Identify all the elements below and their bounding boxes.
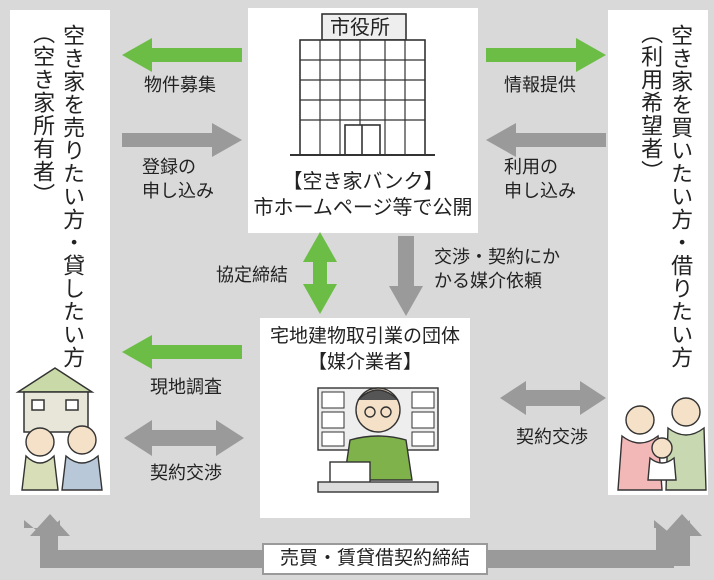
arrow-request xyxy=(389,236,423,316)
arrow-agreement xyxy=(303,232,337,314)
bank-desc: 市ホームページ等で公開 xyxy=(253,195,473,219)
arrow-use xyxy=(486,123,606,157)
seller-couple-icon xyxy=(21,425,103,491)
broker-title: 宅地建物取引業の団体 xyxy=(269,325,460,347)
label-request-2: かる媒介依頼 xyxy=(434,271,542,292)
contract-left-stem xyxy=(42,534,58,566)
contract-label-box xyxy=(262,543,488,575)
buyer-family-icon xyxy=(617,397,707,491)
label-register-1: 登録の xyxy=(142,157,196,178)
seller-house-icon xyxy=(15,367,95,433)
label-use-1: 利用の xyxy=(504,157,558,178)
seller-note: （空き家所有者） xyxy=(29,22,55,206)
label-use-2: 申し込み xyxy=(504,181,576,202)
broker-subtitle: 【媒介業者】 xyxy=(307,351,422,373)
label-agreement: 協定締結 xyxy=(216,265,288,286)
arrow-property-recruit xyxy=(122,38,242,72)
label-survey: 現地調査 xyxy=(150,377,222,398)
label-negotiate-right: 契約交渉 xyxy=(516,427,588,448)
arrow-negotiate-right xyxy=(500,381,606,415)
label-negotiate-left: 契約交渉 xyxy=(150,463,222,484)
label-contract: 売買・賃貸借契約締結 xyxy=(279,547,470,569)
arrow-info xyxy=(486,38,606,72)
label-info: 情報提供 xyxy=(504,75,576,96)
bank-title: 【空き家バンク】 xyxy=(282,169,444,193)
arrow-register xyxy=(122,123,242,157)
buyer-title: 空き家を買いたい方・借りたい方 xyxy=(667,24,693,369)
city-hall-sign: 市役所 xyxy=(330,15,390,39)
city-hall-icon xyxy=(290,13,435,156)
broker-icon xyxy=(317,387,439,493)
contract-right-stem xyxy=(674,534,690,566)
seller-title: 空き家を売りたい方・貸したい方 xyxy=(59,24,85,369)
label-property-recruit: 物件募集 xyxy=(144,75,216,96)
label-register-2: 申し込み xyxy=(142,181,214,202)
label-request-1: 交渉・契約にか xyxy=(434,247,560,268)
arrow-negotiate-left xyxy=(124,420,244,456)
buyer-note: （利用希望者） xyxy=(637,22,663,183)
arrow-survey xyxy=(122,335,242,369)
